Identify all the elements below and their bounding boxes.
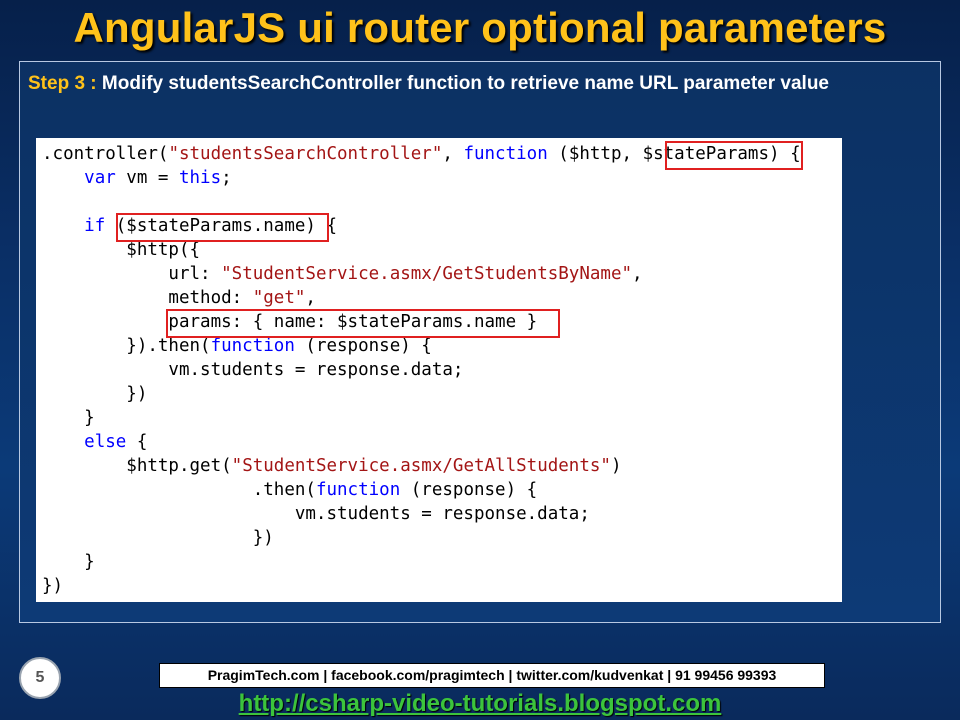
code-line: }) <box>42 576 64 596</box>
highlight-stateparams-argument <box>665 141 803 170</box>
step-text: Modify studentsSearchController function… <box>96 73 829 94</box>
code-line: }) <box>42 528 274 548</box>
code-line: params: { name: $stateParams.name } <box>42 312 538 332</box>
highlight-if-condition <box>116 213 329 242</box>
code-line: else { <box>84 432 148 452</box>
code-line: $http.get("StudentService.asmx/GetAllStu… <box>42 456 622 476</box>
code-line: var vm = this; <box>84 168 232 188</box>
code-line: .then(function (response) { <box>42 480 538 500</box>
slide-title: AngularJS ui router optional parameters <box>73 4 887 51</box>
code-line: }).then(function (response) { <box>42 336 432 356</box>
code-line: }) <box>42 384 148 404</box>
code-line: $http({ <box>42 240 201 260</box>
code-line: if ($stateParams.name) { <box>84 216 338 236</box>
code-panel: .controller("studentsSearchController", … <box>36 138 842 602</box>
code-line: } <box>42 408 95 428</box>
page-number-badge: 5 <box>19 657 61 699</box>
step-instruction: Step 3 : Modify studentsSearchController… <box>28 69 933 98</box>
step-label: Step 3 : <box>28 73 97 94</box>
code-line: .controller("studentsSearchController", … <box>42 144 801 164</box>
code-line: } <box>42 552 95 572</box>
footer-contacts: PragimTech.com | facebook.com/pragimtech… <box>159 663 825 688</box>
code-line: method: "get", <box>42 288 316 308</box>
code-line: vm.students = response.data; <box>42 504 590 524</box>
code-line: url: "StudentService.asmx/GetStudentsByN… <box>42 264 643 284</box>
code-line: vm.students = response.data; <box>42 360 464 380</box>
blog-url-link[interactable]: http://csharp-video-tutorials.blogspot.c… <box>238 690 722 717</box>
code-block: .controller("studentsSearchController", … <box>42 142 801 598</box>
highlight-params-line <box>166 309 560 338</box>
